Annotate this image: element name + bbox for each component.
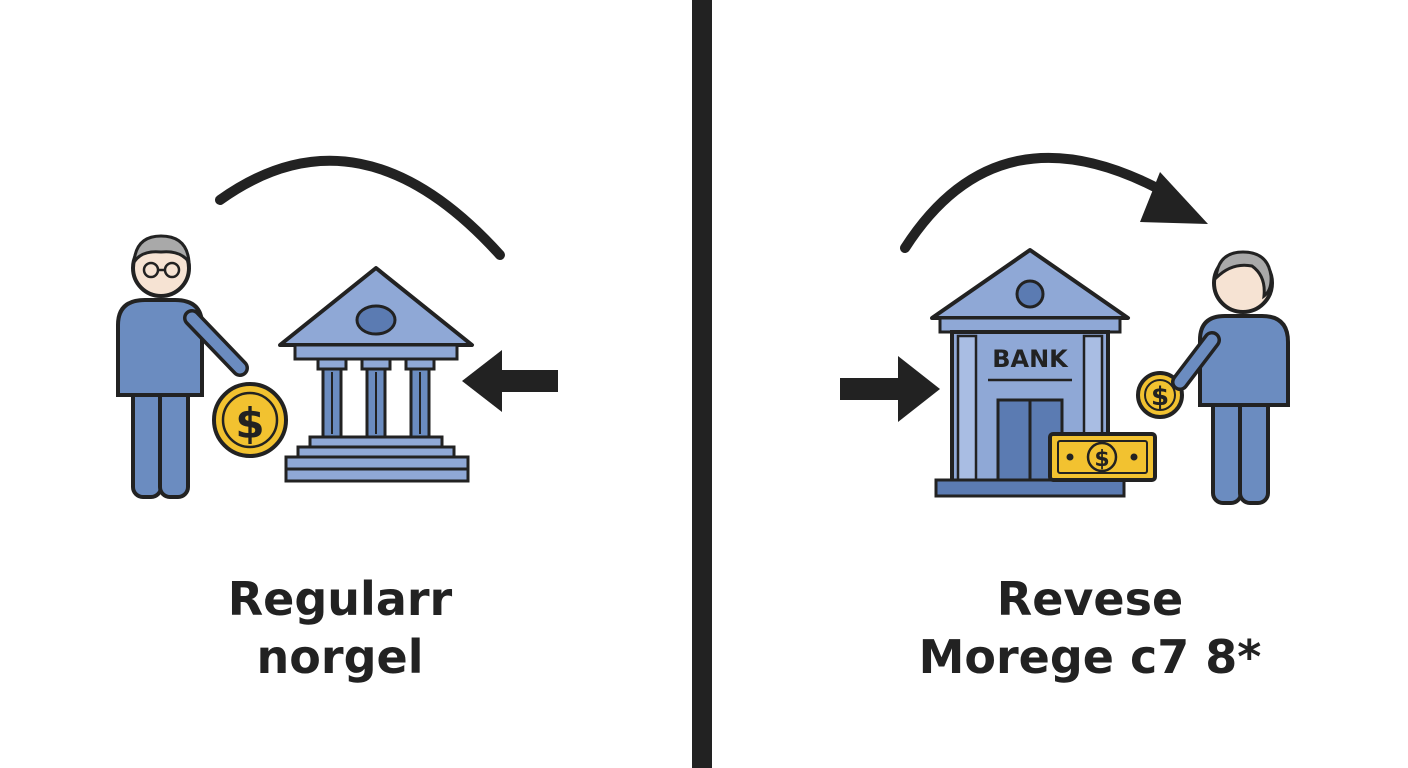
left-panel: $: [116, 155, 558, 499]
left-coin-icon: $: [212, 382, 288, 458]
right-bank-icon: BANK: [930, 248, 1130, 498]
right-arc-arrowhead: [1140, 172, 1208, 224]
right-arc-arrow: [900, 152, 1175, 253]
left-caption: Regularr norgel: [130, 570, 550, 686]
left-person-icon: [116, 234, 249, 499]
right-person-icon: [1171, 250, 1290, 505]
left-inflow-arrow: [462, 350, 558, 412]
left-caption-line2: norgel: [256, 630, 424, 684]
right-caption-line2: Morege c7 8*: [918, 630, 1262, 684]
right-coin-icon: $: [1136, 371, 1184, 419]
left-arc-arrow: [215, 155, 505, 260]
center-divider: [692, 0, 712, 768]
right-caption-line1: Revese: [996, 572, 1184, 626]
banknote-icon: $: [1048, 432, 1157, 482]
right-coin-symbol: $: [1151, 382, 1169, 412]
bank-sign-label: BANK: [992, 345, 1069, 373]
left-bank-icon: [278, 266, 474, 483]
banknote-symbol: $: [1094, 447, 1109, 472]
right-caption: Revese Morege c7 8*: [880, 570, 1300, 686]
right-inflow-arrow: [840, 356, 940, 422]
left-caption-line1: Regularr: [227, 572, 453, 626]
right-panel: BANK $ $: [840, 152, 1290, 505]
left-coin-symbol: $: [235, 399, 264, 448]
